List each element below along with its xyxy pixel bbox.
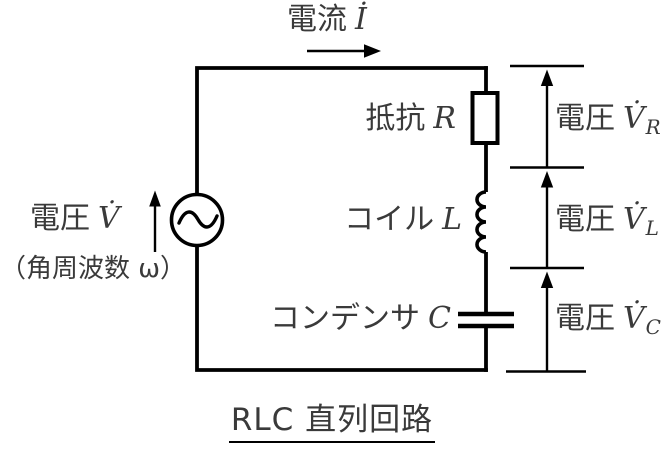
voltage-vc-subscript: C	[645, 315, 661, 339]
voltage-vr-text: 電圧	[555, 101, 615, 136]
angular-frequency-note: （角周波数 ω）	[0, 255, 186, 283]
voltage-vc-symbol: V̇	[623, 301, 645, 336]
current-arrow-head	[364, 44, 381, 58]
voltage-vr-symbol: V̇	[623, 101, 645, 136]
voltage-vl-subscript: L	[645, 216, 659, 240]
resistor-symbol	[470, 91, 500, 145]
voltage-vr-subscript: R	[645, 115, 661, 139]
voltage-vl-symbol: V̇	[623, 202, 645, 237]
circuit-wire-loop	[195, 66, 488, 372]
voltage-vc-text: 電圧	[555, 301, 615, 336]
current-symbol: İ	[355, 2, 367, 37]
voltage-arrow-head-vl	[540, 171, 554, 188]
voltage-arrow-head-vc	[540, 271, 554, 288]
inductor-label-text: コイル	[344, 202, 435, 237]
source-voltage-symbol: V̇	[98, 201, 120, 236]
inductor-symbol	[475, 190, 487, 254]
voltage-arrow-head-vr	[540, 69, 554, 86]
resistor-label-text: 抵抗	[365, 101, 426, 136]
diagram-title-text: RLC 直列回路	[228, 404, 436, 443]
voltage-vl-text: 電圧	[555, 202, 615, 237]
source-voltage-arrow-head	[149, 190, 161, 207]
diagram-title: RLC 直列回路	[212, 404, 452, 443]
capacitor-symbol	[458, 311, 514, 329]
capacitor-symbol-letter: C	[428, 301, 451, 336]
inductor-symbol-letter: L	[442, 202, 462, 237]
source-voltage-label-text: 電圧	[30, 201, 90, 236]
current-label-text: 電流	[287, 2, 347, 37]
angular-frequency-text: （角周波数 ω）	[0, 254, 187, 284]
capacitor-label-text: コンデンサ	[270, 301, 421, 336]
resistor-symbol-letter: R	[433, 101, 456, 136]
ac-source-sine-icon	[177, 210, 219, 229]
